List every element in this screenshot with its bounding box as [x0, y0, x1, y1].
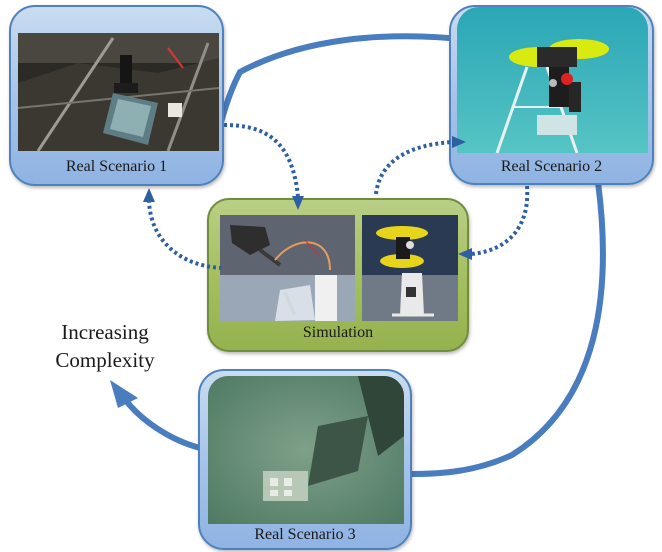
complexity-line-1: Increasing [61, 320, 149, 344]
real-scenario-3-label: Real Scenario 3 [254, 526, 356, 543]
real-scenario-3-card: Real Scenario 3 [198, 369, 412, 550]
complexity-arrowhead [110, 380, 138, 408]
real-scenario-3-photo [208, 376, 404, 524]
complexity-arc-real1-to-real2 [205, 33, 473, 183]
real-scenario-1-label: Real Scenario 1 [65, 158, 168, 175]
complexity-arc-real3-to-label [121, 395, 203, 451]
complexity-arc-real2-to-real3 [409, 179, 606, 477]
real-scenario-1-photo [18, 33, 219, 151]
simulation-card: Simulation [207, 198, 469, 352]
real-scenario-2-card: Real Scenario 2 [449, 5, 654, 185]
real-scenario-1-card: Real Scenario 1 [9, 5, 224, 186]
complexity-line-2: Complexity [55, 348, 155, 372]
real-scenario-2-photo [457, 7, 648, 153]
simulation-label: Simulation [302, 324, 374, 341]
increasing-complexity-label: Increasing Complexity [40, 318, 170, 374]
real-scenario-2-label: Real Scenario 2 [500, 158, 603, 175]
simulation-arm-render [220, 215, 355, 321]
simulation-vehicle-render [362, 215, 458, 321]
